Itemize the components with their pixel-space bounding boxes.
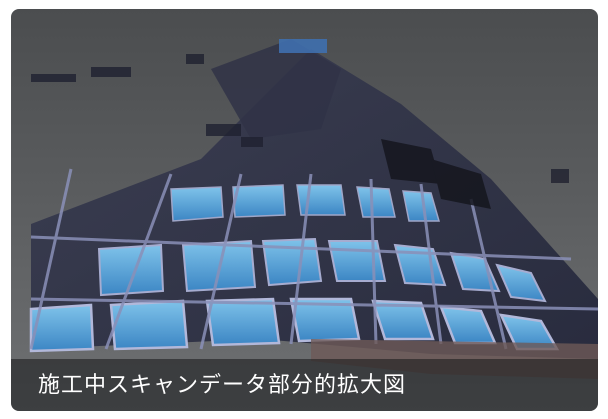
upper-structure xyxy=(211,39,341,139)
caption-band: 施工中スキャンデータ部分的拡大図 xyxy=(11,359,598,411)
building-scan-illustration xyxy=(29,39,598,379)
dark-openings xyxy=(381,139,491,209)
point-cloud-scan-image: 施工中スキャンデータ部分的拡大図 xyxy=(11,9,598,411)
structural-beams xyxy=(29,168,598,350)
upper-blue-patch xyxy=(279,39,327,53)
debris-points xyxy=(31,54,569,183)
image-caption: 施工中スキャンデータ部分的拡大図 xyxy=(38,373,407,398)
window-row-middle xyxy=(97,237,547,303)
window-row-near xyxy=(29,297,560,353)
